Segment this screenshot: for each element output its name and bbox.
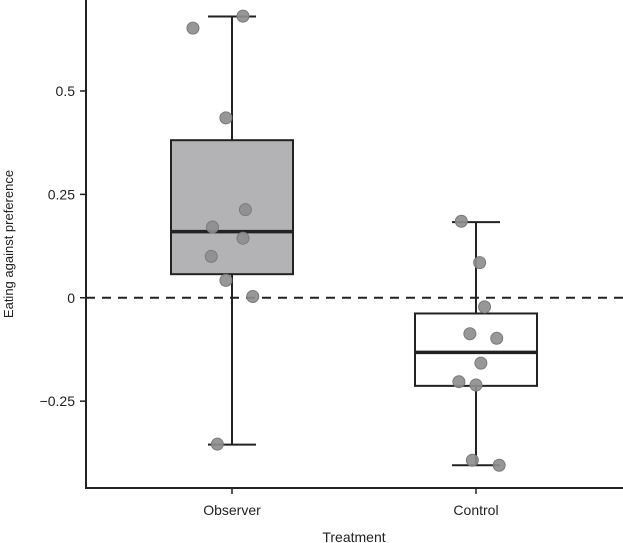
- x-axis-ticks: Observer Control: [203, 488, 499, 518]
- data-point: [219, 273, 233, 287]
- x-axis-title: Treatment: [322, 529, 385, 543]
- data-point: [473, 256, 487, 270]
- data-point: [463, 327, 477, 341]
- data-point: [469, 378, 483, 392]
- data-point: [186, 21, 200, 35]
- y-tick-label: 0.25: [48, 186, 75, 202]
- data-point: [204, 249, 218, 263]
- box-group-observer: [170, 9, 294, 451]
- box-iqr: [414, 312, 538, 387]
- data-point: [478, 300, 492, 314]
- y-tick-label: 0.5: [56, 83, 76, 99]
- y-axis-ticks: −0.25 0 0.25 0.5: [40, 83, 86, 409]
- data-point: [490, 331, 504, 345]
- y-tick-label: −0.25: [40, 393, 76, 409]
- x-tick-label: Control: [453, 502, 498, 518]
- y-tick-label: 0: [67, 290, 75, 306]
- plot-area: [86, 9, 623, 472]
- x-tick-label: Observer: [203, 502, 261, 518]
- data-point: [474, 356, 488, 370]
- data-point: [205, 220, 219, 234]
- data-point: [452, 375, 466, 389]
- box-group-control: [414, 214, 538, 472]
- data-point: [236, 231, 250, 245]
- data-point: [238, 203, 252, 217]
- box-iqr: [170, 139, 294, 276]
- data-point: [219, 111, 233, 125]
- y-axis-title: Eating against preference: [1, 170, 16, 318]
- data-point: [236, 9, 250, 23]
- data-point: [246, 290, 260, 304]
- data-point: [492, 458, 506, 472]
- data-point: [465, 453, 479, 467]
- data-point: [210, 437, 224, 451]
- data-point: [454, 214, 468, 228]
